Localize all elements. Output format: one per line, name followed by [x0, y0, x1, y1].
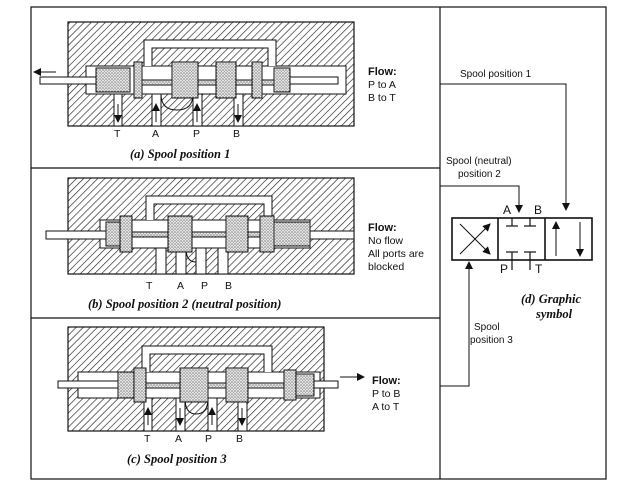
flow-line1-a: P to A: [368, 79, 396, 91]
symbol-port-b: B: [534, 203, 542, 217]
flow-line2-c: A to T: [372, 401, 400, 413]
caption-c: (c) Spool position 3: [127, 452, 227, 466]
flow-line1-c: P to B: [372, 388, 400, 400]
port-label-c-b: B: [236, 433, 243, 445]
port-label-a-p: P: [193, 128, 200, 140]
caption-d-line2: symbol: [535, 307, 573, 321]
caption-d-line1: (d) Graphic: [521, 292, 582, 306]
connector-pos1: [440, 83, 570, 211]
port-label-b-a: A: [177, 280, 184, 292]
label-spool-position-2-line1: Spool (neutral): [446, 156, 512, 167]
port-label-a-b: B: [233, 128, 240, 140]
symbol-port-a: A: [503, 203, 511, 217]
symbol-port-t: T: [535, 262, 543, 276]
valve-a: [33, 21, 355, 127]
label-spool-position-1: Spool position 1: [460, 69, 532, 80]
label-spool-position-2-line2: position 2: [458, 169, 501, 180]
flow-line1-b: No flow: [368, 235, 403, 247]
port-label-c-p: P: [205, 433, 212, 445]
caption-a: (a) Spool position 1: [130, 147, 230, 161]
flow-title-b: Flow:: [368, 222, 397, 234]
port-label-c-t: T: [144, 433, 151, 445]
flow-title-c: Flow:: [372, 375, 401, 387]
port-label-b-t: T: [146, 280, 153, 292]
outer-frame: [30, 6, 607, 480]
graphic-symbol: [451, 217, 593, 270]
connector-pos3: [440, 261, 473, 387]
caption-b: (b) Spool position 2 (neutral position): [88, 297, 281, 311]
port-label-a-t: T: [114, 128, 121, 140]
valve-b: [45, 177, 355, 275]
label-spool-position-3-line1: Spool: [474, 322, 500, 333]
port-label-b-p: P: [201, 280, 208, 292]
valve-c: [57, 326, 365, 432]
port-label-a-a: A: [152, 128, 159, 140]
label-spool-position-3-line2: position 3: [470, 335, 513, 346]
connector-pos2: [440, 185, 523, 213]
port-label-c-a: A: [175, 433, 182, 445]
port-label-b-b: B: [225, 280, 232, 292]
flow-title-a: Flow:: [368, 66, 397, 78]
flow-line3-b: blocked: [368, 261, 404, 273]
flow-line2-b: All ports are: [368, 248, 424, 260]
symbol-port-p: P: [500, 262, 508, 276]
flow-line2-a: B to T: [368, 92, 396, 104]
